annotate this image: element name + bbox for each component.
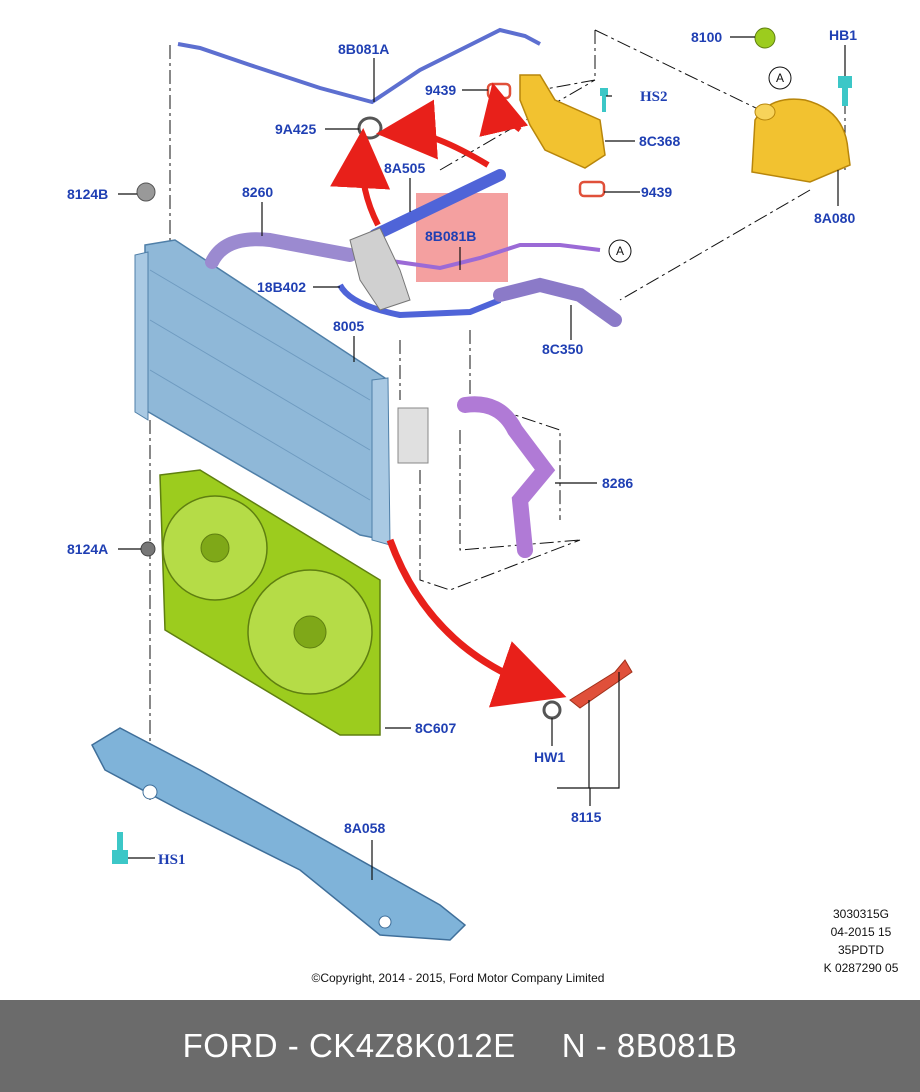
mount-8124B-shape [136,182,156,202]
callout-a-2-text: A [616,244,624,258]
label-8C350: 8C350 [542,341,583,357]
arrow-2 [330,128,391,227]
hose-8260-shape [205,232,357,269]
callout-a-2 [608,239,632,263]
meta-line-3: 35PDTD [838,943,884,957]
callout-a-1 [768,66,792,90]
arrow-4 [386,538,567,708]
label-HB1: HB1 [829,27,857,43]
label-9A425: 9A425 [275,121,316,137]
washer-HW1-shape [542,700,562,720]
leader-lines [118,36,846,880]
hose-8C350-shape [493,277,622,327]
footer-ref-part: N - 8B081B [561,1027,738,1064]
label-8100: 8100 [691,29,722,45]
fan-shroud-shape [159,469,381,736]
hose-8B081A-shape [177,27,541,105]
footer-brand-part: FORD - CK4Z8K012E [182,1027,516,1064]
label-HW1: HW1 [534,749,565,765]
label-8A080: 8A080 [814,210,855,226]
label-8124A: 8124A [67,541,108,557]
seal-9A425-shape [357,116,383,140]
oil-cooler-shape [397,407,429,464]
label-8260: 8260 [242,184,273,200]
label-HS2: HS2 [640,89,668,105]
crossmember-hole-1 [142,784,158,800]
drain-plug-shape [569,659,633,709]
label-8124B: 8124B [67,186,108,202]
housing-8C368-shape [519,74,606,169]
pipe-8A505-shape [369,169,506,241]
meta-line-2: 04-2015 15 [831,925,892,939]
gasket-9439-top-shape [486,82,512,100]
bolt-HB1-shape [838,76,852,106]
label-8115: 8115 [571,809,602,825]
part-number-footer: FORD - CK4Z8K012E N - 8B081B [0,1000,920,1092]
crossmember-hole-2 [378,915,392,929]
label-18B402: 18B402 [257,279,306,295]
label-8B081A: 8B081A [338,41,389,57]
label-9439-bottom: 9439 [641,184,672,200]
label-8A505: 8A505 [384,160,425,176]
reservoir-shape [751,98,851,183]
hose-8B081B-shape [369,243,601,271]
label-8A058: 8A058 [344,820,385,836]
radiator-shape [134,239,391,546]
label-HS1: HS1 [158,852,186,868]
label-9439-top: 9439 [425,82,456,98]
label-8C368: 8C368 [639,133,680,149]
meta-line-4: K 0287290 05 [824,961,899,975]
arrow-3 [479,82,529,137]
hose-18B402-shape [337,283,502,319]
arrow-1 [376,99,490,168]
parts-diagram: A A 8B081A 9439 HS2 9A425 8C368 9439 810… [67,27,899,985]
gasket-9439-bot-shape [578,180,606,198]
cap-8100-shape [754,27,776,49]
label-8C607: 8C607 [415,720,456,736]
crossmember-shape [91,727,467,941]
callout-a-1-text: A [776,71,784,85]
label-8B081B: 8B081B [425,228,476,244]
mount-8124A-shape [140,541,156,557]
bolt-HS2-shape [600,88,608,112]
meta-line-1: 3030315G [833,907,889,921]
label-8005: 8005 [333,318,364,334]
copyright-text: ©Copyright, 2014 - 2015, Ford Motor Comp… [312,971,605,985]
hose-8286-shape [457,396,556,558]
label-8286: 8286 [602,475,633,491]
water-outlet-shape [349,227,411,311]
bolt-HS1-shape [112,832,128,864]
